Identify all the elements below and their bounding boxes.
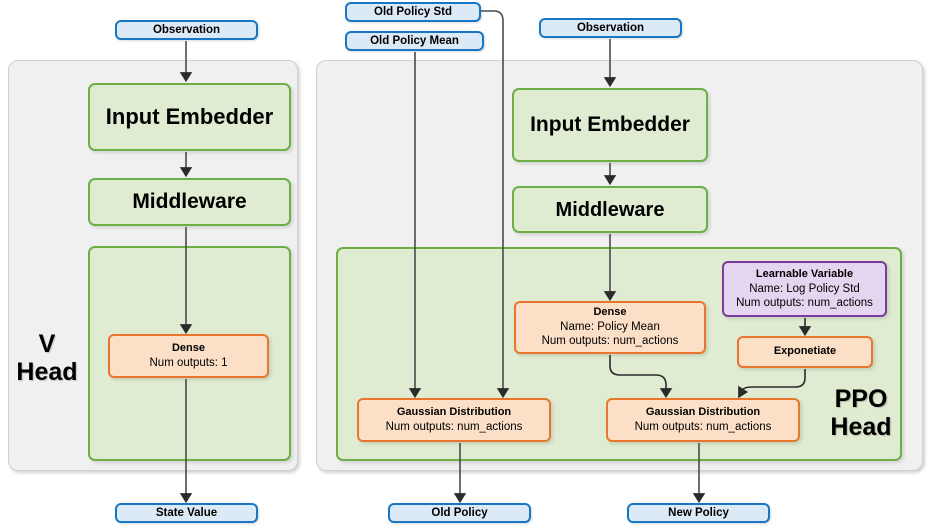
dense-policy-mean-box: Dense Name: Policy Mean Num outputs: num… bbox=[514, 301, 706, 354]
learnable-variable-box: Learnable Variable Name: Log Policy Std … bbox=[722, 261, 887, 317]
observation-right-input[interactable]: Observation bbox=[539, 18, 682, 38]
v-head-dense-title: Dense bbox=[171, 341, 206, 354]
old-policy-std-label: Old Policy Std bbox=[374, 6, 452, 18]
ppo-head-input-embedder-label: Input Embedder bbox=[530, 113, 690, 137]
v-head-dense-box: Dense Num outputs: 1 bbox=[108, 334, 269, 378]
v-head-label-line2: Head bbox=[16, 358, 78, 386]
v-head-label: V Head bbox=[14, 330, 80, 386]
state-value-output[interactable]: State Value bbox=[115, 503, 258, 523]
learnable-variable-num-outputs: Num outputs: num_actions bbox=[736, 296, 873, 309]
old-policy-std-input[interactable]: Old Policy Std bbox=[345, 2, 481, 22]
dense-policy-mean-name: Name: Policy Mean bbox=[560, 321, 660, 333]
ppo-head-label: PPO Head bbox=[818, 385, 904, 441]
v-head-label-line1: V bbox=[38, 330, 56, 358]
observation-left-label: Observation bbox=[152, 24, 221, 36]
v-head-middleware-label: Middleware bbox=[132, 190, 247, 214]
ppo-head-middleware-box: Middleware bbox=[512, 186, 708, 233]
learnable-variable-name: Name: Log Policy Std bbox=[749, 282, 860, 295]
v-head-middleware-box: Middleware bbox=[88, 178, 291, 226]
gaussian-new-policy-box: Gaussian Distribution Num outputs: num_a… bbox=[606, 398, 800, 442]
ppo-head-label-line1: PPO bbox=[834, 385, 888, 413]
old-policy-output[interactable]: Old Policy bbox=[388, 503, 531, 523]
v-head-input-embedder-label: Input Embedder bbox=[105, 103, 274, 129]
v-head-input-embedder-box: Input Embedder bbox=[88, 83, 291, 151]
old-policy-mean-input[interactable]: Old Policy Mean bbox=[345, 31, 484, 51]
exponetiate-box: Exponetiate bbox=[737, 336, 873, 368]
state-value-label: State Value bbox=[155, 507, 218, 519]
exponetiate-title: Exponetiate bbox=[773, 345, 837, 358]
gaussian-old-policy-title: Gaussian Distribution bbox=[396, 405, 512, 418]
old-policy-mean-label: Old Policy Mean bbox=[370, 35, 459, 47]
gaussian-new-policy-num-outputs: Num outputs: num_actions bbox=[634, 420, 772, 433]
dense-policy-mean-num-outputs: Num outputs: num_actions bbox=[541, 335, 679, 348]
observation-left-input[interactable]: Observation bbox=[115, 20, 258, 40]
v-head-dense-num-outputs: Num outputs: 1 bbox=[149, 356, 228, 369]
observation-right-label: Observation bbox=[576, 22, 645, 34]
ppo-head-input-embedder-box: Input Embedder bbox=[512, 88, 708, 162]
gaussian-old-policy-box: Gaussian Distribution Num outputs: num_a… bbox=[357, 398, 551, 442]
new-policy-label: New Policy bbox=[668, 507, 729, 519]
dense-policy-mean-title: Dense bbox=[593, 306, 627, 319]
gaussian-new-policy-title: Gaussian Distribution bbox=[645, 405, 761, 418]
ppo-head-middleware-label: Middleware bbox=[555, 198, 665, 221]
new-policy-output[interactable]: New Policy bbox=[627, 503, 770, 523]
learnable-variable-title: Learnable Variable bbox=[755, 267, 854, 280]
ppo-head-label-line2: Head bbox=[830, 413, 892, 441]
old-policy-label: Old Policy bbox=[431, 507, 488, 519]
gaussian-old-policy-num-outputs: Num outputs: num_actions bbox=[385, 420, 523, 433]
